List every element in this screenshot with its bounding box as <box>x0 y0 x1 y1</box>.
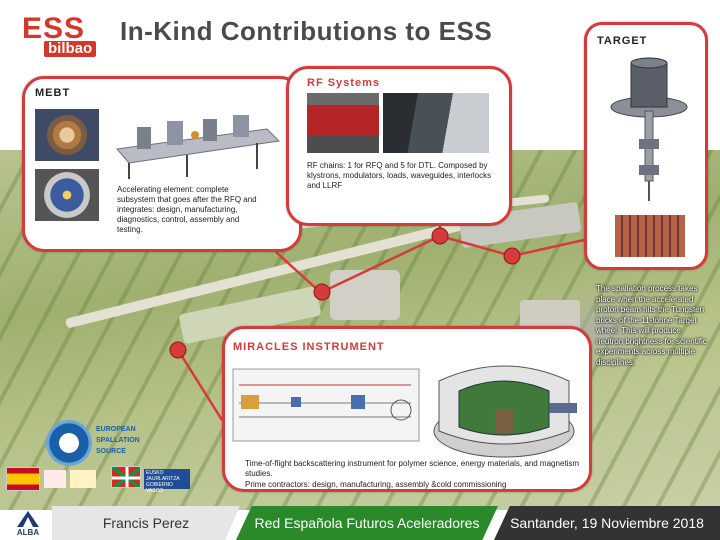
rf-description: RF chains: 1 for RFQ and 5 for DTL. Comp… <box>307 161 492 190</box>
ess-globe-icon <box>46 420 92 466</box>
rf-hall-photo <box>383 93 489 153</box>
location-dot-miracles <box>169 341 187 359</box>
target-title: TARGET <box>597 35 648 47</box>
eus-line1: EUSKO JAURLARITZA <box>146 470 180 482</box>
logo-ess-text: ESS <box>22 12 86 45</box>
rf-title: RF Systems <box>307 77 380 89</box>
mebt-quadrupole-photo <box>35 169 99 221</box>
target-wheel-drawing <box>610 57 688 201</box>
rf-klystron-photo <box>307 93 379 153</box>
ess-eu-line3: SOURCE <box>96 448 126 455</box>
slide-title: In-Kind Contributions to ESS <box>120 16 493 46</box>
connector-mebt <box>275 251 321 293</box>
miracles-panel: MIRACLES INSTRUMENT Time-of-flight backs… <box>222 326 592 492</box>
european-spallation-source-logo: EUROPEAN SPALLATION SOURCE <box>46 420 176 466</box>
ess-bilbao-logo: ESS bilbao <box>22 12 100 57</box>
gov-ministry-logo <box>44 470 66 488</box>
basque-flag-icon <box>111 466 141 488</box>
miracles-description-line1: Time-of-flight backscattering instrument… <box>245 459 580 478</box>
mebt-title: MEBT <box>35 87 71 99</box>
connector-target-site <box>439 234 513 258</box>
ess-eu-line2: SPALLATION <box>96 437 140 444</box>
spain-flag-icon <box>6 467 40 491</box>
connector-rf-site <box>321 234 441 294</box>
miracles-layout-drawing <box>232 368 420 442</box>
footer-place-date: Santander, 19 Noviembre 2018 <box>494 506 720 540</box>
alba-triangle-icon <box>17 511 39 527</box>
mebt-buncher-photo <box>35 109 99 161</box>
target-description: The spallation process takes place when … <box>596 284 707 367</box>
location-dot-mebt <box>313 283 331 301</box>
miracles-description-line2: Prime contractors: design, manufacturing… <box>245 480 507 489</box>
miracles-title: MIRACLES INSTRUMENT <box>233 341 385 353</box>
location-dot-target <box>503 247 521 265</box>
miracles-detector-drawing <box>433 365 577 458</box>
mebt-assembly-drawing <box>116 115 281 179</box>
alba-logo: ALBA <box>8 510 48 538</box>
connector-target <box>511 238 585 258</box>
mebt-description: Accelerating element: complete subsystem… <box>117 185 257 234</box>
location-dot-rf <box>431 227 449 245</box>
basque-government-logo: EUSKO JAURLARITZA GOBIERNO VASCO <box>144 469 190 494</box>
eus-line2: GOBIERNO VASCO <box>146 482 173 494</box>
alba-text: ALBA <box>16 528 40 537</box>
rf-systems-panel: RF Systems RF chains: 1 for RFQ and 5 fo… <box>286 66 512 226</box>
connector-miracles <box>176 349 224 421</box>
target-panel: TARGET <box>584 22 708 270</box>
footer-network: Red Española Futuros Aceleradores <box>236 506 498 540</box>
logo-bilbao-text: bilbao <box>44 41 97 57</box>
target-tungsten-photo <box>615 215 685 257</box>
gov-ministry-logo-2 <box>70 470 96 488</box>
footer-author: Francis Perez <box>52 506 240 540</box>
ess-eu-line1: EUROPEAN <box>96 426 136 433</box>
mebt-panel: MEBT Accelerating element: complete subs… <box>22 76 302 252</box>
